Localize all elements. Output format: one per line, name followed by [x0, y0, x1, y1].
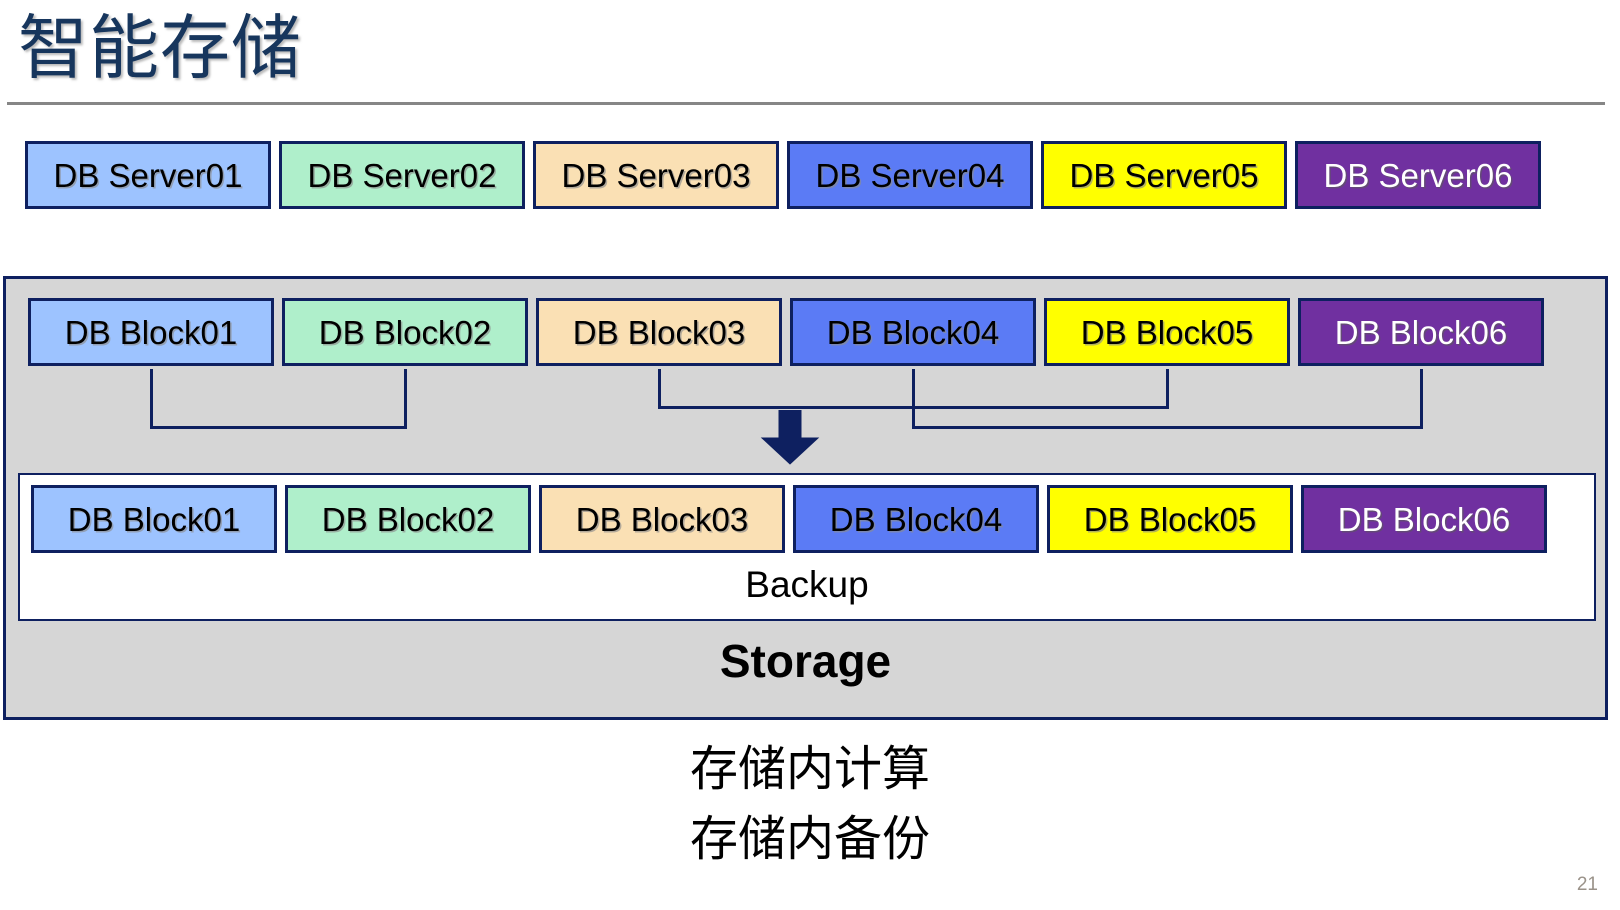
db-block-primary-4-label: DB Block04: [826, 313, 1000, 351]
page-number: 21: [1576, 874, 1598, 895]
db-server-4-label: DB Server04: [815, 156, 1005, 194]
backup-label: Backup: [745, 564, 869, 605]
db-block-primary-5: DB Block05: [1044, 298, 1290, 366]
storage-container: DB Block01 DB Block02 DB Block03 DB Block04…: [3, 276, 1608, 720]
db-block-primary-1-label: DB Block01: [64, 313, 238, 351]
db-block-primary-1: DB Block01: [28, 298, 274, 366]
db-block-backup-4-label: DB Block04: [829, 500, 1003, 538]
db-block-primary-4: DB Block04: [790, 298, 1036, 366]
db-block-primary-2: DB Block02: [282, 298, 528, 366]
connector-bus-a: [150, 426, 407, 429]
backup-panel: DB Block01 DB Block02 DB Block03 DB Block04…: [18, 473, 1596, 621]
db-server-1-label: DB Server01: [53, 156, 243, 194]
db-server-1: DB Server01: [25, 141, 271, 209]
db-block-primary-6-label: DB Block06: [1334, 313, 1508, 351]
caption-line-1: 存储内计算: [689, 743, 930, 796]
db-server-3: DB Server03: [533, 141, 779, 209]
db-block-row-backup: DB Block01 DB Block02 DB Block03 DB Block04…: [6, 473, 1620, 553]
db-server-5: DB Server05: [1041, 141, 1287, 209]
flow-down-arrow: [760, 409, 820, 466]
db-block-row-primary: DB Block01 DB Block02 DB Block03 DB Block04…: [3, 276, 1620, 406]
db-block-backup-1: DB Block01: [31, 485, 277, 553]
db-block-primary-3: DB Block03: [536, 298, 782, 366]
connector-block-2: [404, 369, 407, 426]
db-server-2-label: DB Server02: [307, 156, 497, 194]
db-server-row: DB Server01 DB Server02 DB Server03 DB Serv…: [0, 0, 1620, 220]
db-server-2: DB Server02: [279, 141, 525, 209]
db-server-4: DB Server04: [787, 141, 1033, 209]
db-server-3-label: DB Server03: [561, 156, 751, 194]
connector-block-4: [912, 369, 915, 426]
db-block-primary-5-label: DB Block05: [1080, 313, 1254, 351]
db-server-5-label: DB Server05: [1069, 156, 1259, 194]
db-block-backup-3: DB Block03: [539, 485, 785, 553]
page-title: 智能存储: [18, 9, 302, 87]
db-block-backup-6-label: DB Block06: [1337, 500, 1511, 538]
db-server-6-label: DB Server06: [1323, 156, 1513, 194]
db-block-backup-4: DB Block04: [793, 485, 1039, 553]
block-connector-lines: [3, 276, 1620, 446]
db-block-backup-3-label: DB Block03: [575, 500, 749, 538]
db-block-backup-5-label: DB Block05: [1083, 500, 1257, 538]
title-divider: [7, 102, 1605, 105]
connector-bus-c: [912, 426, 1423, 429]
db-block-primary-2-label: DB Block02: [318, 313, 492, 351]
connector-block-6: [1420, 369, 1423, 426]
db-block-primary-3-label: DB Block03: [572, 313, 746, 351]
connector-block-1: [150, 369, 153, 426]
connector-block-3: [658, 369, 661, 406]
storage-label: Storage: [719, 635, 892, 687]
caption-line-2: 存储内备份: [689, 813, 930, 866]
connector-block-5: [1166, 369, 1169, 406]
db-block-backup-5: DB Block05: [1047, 485, 1293, 553]
db-block-primary-6: DB Block06: [1298, 298, 1544, 366]
db-block-backup-1-label: DB Block01: [67, 500, 241, 538]
db-block-backup-2: DB Block02: [285, 485, 531, 553]
db-server-6: DB Server06: [1295, 141, 1541, 209]
db-block-backup-2-label: DB Block02: [321, 500, 495, 538]
db-block-backup-6: DB Block06: [1301, 485, 1547, 553]
